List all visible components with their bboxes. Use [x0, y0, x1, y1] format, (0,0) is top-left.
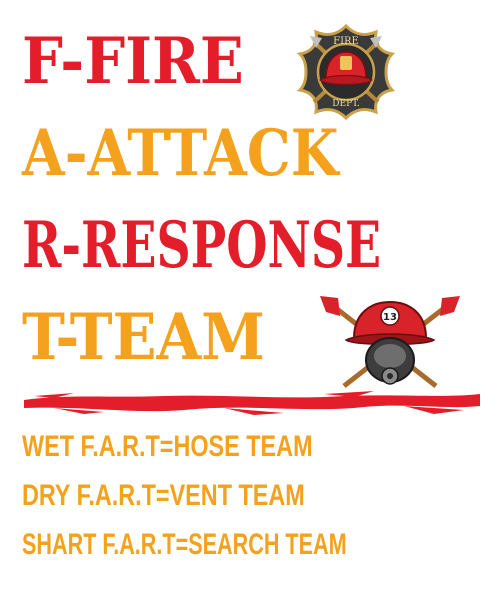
helmet-number: 13 — [383, 312, 397, 323]
brush-stroke-divider — [24, 391, 480, 415]
team-line-dry: DRY F.A.R.T=VENT TEAM — [22, 479, 305, 512]
line-a-attack: A-ATTACK — [22, 116, 339, 191]
firefighter-mask-axes-icon: 13 — [320, 296, 460, 388]
badge-bottom-text: DEPT. — [332, 99, 360, 109]
line-f-fire: F-FIRE — [22, 24, 244, 99]
team-line-shart: SHART F.A.R.T=SEARCH TEAM — [22, 528, 347, 561]
team-line-wet: WET F.A.R.T=HOSE TEAM — [22, 430, 313, 463]
line-r-response: R-RESPONSE — [22, 208, 382, 283]
line-t-team: T-TEAM — [22, 300, 265, 375]
fire-dept-badge-icon: FIRE DEPT. — [296, 23, 396, 121]
badge-top-text: FIRE — [333, 36, 359, 47]
